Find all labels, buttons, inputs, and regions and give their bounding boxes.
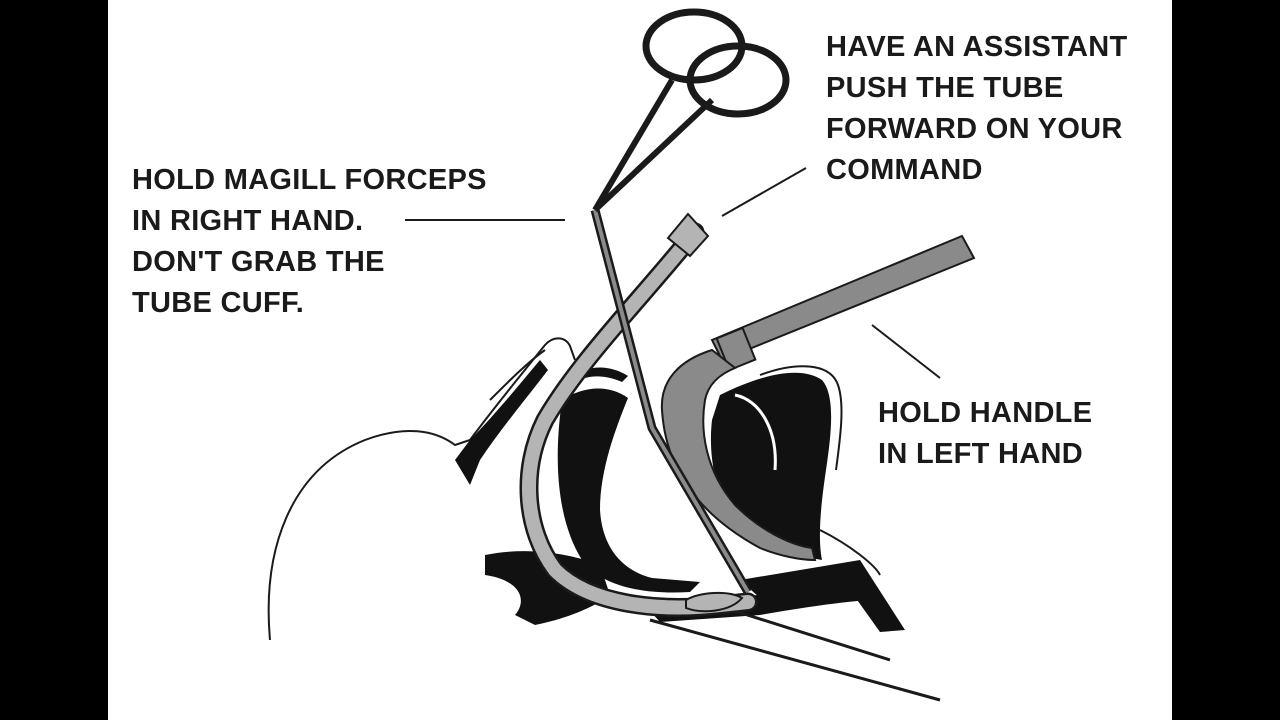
laryngoscope-hinge: [715, 326, 757, 372]
hard-palate: [585, 367, 628, 382]
tube-cuff: [685, 592, 744, 613]
assistant-instruction-line-1: HAVE AN ASSISTANT: [826, 31, 1128, 63]
upper-lip: [455, 360, 548, 485]
forceps-arm-right: [592, 97, 715, 213]
esophagus-tissue: [740, 560, 905, 632]
forceps-instruction-line-3: DON'T GRAB THE: [132, 246, 385, 278]
laryngoscope-blade: [660, 348, 817, 562]
handle-instruction-line-1: HOLD HANDLE: [878, 397, 1093, 429]
tube-connector: [666, 212, 710, 258]
forceps-thumb-ring: [686, 42, 790, 118]
handle-instruction: HOLD HANDLE IN LEFT HAND: [878, 393, 1092, 475]
handle-leader-line: [871, 324, 941, 379]
assistant-instruction: HAVE AN ASSISTANT PUSH THE TUBE FORWARD …: [826, 27, 1128, 191]
forceps-instruction-line-1: HOLD MAGILL FORCEPS: [132, 164, 487, 196]
assistant-instruction-line-2: PUSH THE TUBE: [826, 72, 1064, 104]
palate-tissue: [557, 388, 700, 593]
tongue-outline: [759, 365, 843, 471]
assistant-leader-line: [721, 167, 807, 217]
tongue-highlight: [734, 393, 777, 471]
trachea-lower-wall: [649, 618, 941, 702]
handle-instruction-line-2: IN LEFT HAND: [878, 438, 1083, 470]
head-outline: [267, 337, 576, 641]
nose-line: [489, 349, 546, 401]
forceps-shaft-fill: [593, 209, 750, 594]
jaw-line: [819, 529, 881, 576]
forceps-arm-left: [592, 78, 675, 212]
assistant-instruction-line-4: COMMAND: [826, 154, 983, 186]
assistant-instruction-line-3: FORWARD ON YOUR: [826, 113, 1123, 145]
forceps-instruction: HOLD MAGILL FORCEPS IN RIGHT HAND. DON'T…: [132, 160, 487, 324]
forceps-instruction-line-2: IN RIGHT HAND.: [132, 205, 364, 237]
forceps-instruction-line-4: TUBE CUFF.: [132, 287, 305, 319]
larynx-tissue: [485, 551, 610, 625]
endotracheal-tube: [522, 225, 755, 615]
laryngoscope-handle: [710, 234, 976, 362]
